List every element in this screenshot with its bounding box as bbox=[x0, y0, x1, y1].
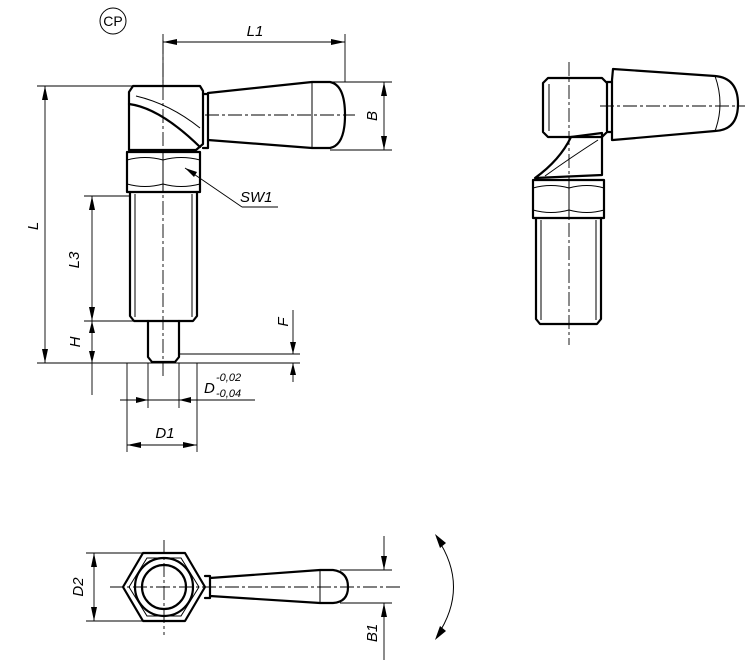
leader-sw1-arrow bbox=[185, 168, 197, 177]
side-view bbox=[531, 62, 745, 345]
dim-l3: L3 bbox=[66, 195, 148, 322]
dim-l1-label: L1 bbox=[247, 23, 264, 40]
dim-h-label: H bbox=[67, 336, 84, 347]
dim-h-arrow-bottom bbox=[89, 351, 95, 363]
dim-b1: B1 bbox=[340, 536, 392, 660]
dim-l: L bbox=[25, 85, 300, 364]
dim-d1: D1 bbox=[126, 363, 198, 452]
dim-d2-label: D2 bbox=[70, 577, 87, 597]
dim-d1-arrow-left bbox=[127, 442, 141, 448]
dim-b1-label: B1 bbox=[364, 624, 381, 642]
rotation-arrow-arc bbox=[436, 537, 454, 637]
front-view-hex-nut bbox=[125, 150, 202, 194]
cp-symbol-text: CP bbox=[103, 13, 122, 29]
dim-f-arrow-top bbox=[290, 342, 296, 354]
dim-l1-arrow-left bbox=[163, 39, 177, 45]
dim-l-arrow-bottom bbox=[42, 349, 48, 363]
dim-l3-label: L3 bbox=[66, 251, 83, 268]
dim-h: H bbox=[67, 321, 95, 395]
dim-b-arrow-top bbox=[381, 82, 387, 96]
dim-l3-arrow-top bbox=[89, 196, 95, 210]
front-view-collar bbox=[201, 92, 210, 150]
dim-h-arrow-top bbox=[89, 321, 95, 333]
dim-d1-label: D1 bbox=[155, 425, 174, 442]
dim-l-arrow-top bbox=[42, 86, 48, 100]
rotation-arrow bbox=[435, 534, 454, 640]
dim-d: D -0,02 -0,04 bbox=[120, 363, 255, 408]
front-view-pin bbox=[146, 319, 181, 364]
dim-l1-arrow-right bbox=[331, 39, 345, 45]
cp-symbol-circle bbox=[99, 7, 127, 35]
dim-d-label: D bbox=[204, 380, 215, 397]
dim-f-label: F bbox=[275, 317, 292, 327]
dim-f-arrow-bottom bbox=[290, 363, 296, 375]
dim-d2-arrow-top bbox=[91, 553, 97, 567]
dim-b-arrow-bottom bbox=[381, 136, 387, 150]
side-view-head bbox=[541, 76, 609, 139]
top-view-handle bbox=[203, 568, 350, 605]
front-view-head-cut bbox=[127, 102, 202, 149]
front-view-head-cut-inner bbox=[135, 95, 201, 129]
rotation-arrow-head-top bbox=[435, 534, 446, 548]
side-view-hex-nut bbox=[531, 178, 606, 220]
dim-b1-arrow-bottom bbox=[381, 603, 387, 617]
dim-l-label: L bbox=[25, 222, 42, 230]
dim-b1-arrow-top bbox=[381, 556, 387, 570]
side-view-handle bbox=[610, 67, 740, 142]
top-view bbox=[110, 540, 400, 635]
dim-l1: L1 bbox=[162, 23, 346, 86]
front-view bbox=[125, 40, 355, 378]
front-view-thread-body bbox=[128, 190, 199, 323]
dim-d-lower-tolerance: -0,04 bbox=[216, 388, 241, 400]
dim-d-arrow-left bbox=[136, 397, 148, 403]
side-view-cut-piece bbox=[533, 131, 604, 180]
side-view-thread-body bbox=[534, 216, 603, 326]
dim-d-upper-tolerance: -0,02 bbox=[216, 372, 241, 384]
dim-f: F bbox=[179, 310, 300, 382]
cp-symbol: CP bbox=[99, 7, 127, 35]
dim-l3-arrow-bottom bbox=[89, 307, 95, 321]
dim-d2-arrow-bottom bbox=[91, 607, 97, 621]
side-view-handle-joint bbox=[714, 75, 721, 132]
dim-b: B bbox=[330, 81, 392, 151]
rotation-arrow-head-bottom bbox=[435, 626, 446, 640]
dim-b-label: B bbox=[364, 111, 381, 121]
dim-d-arrow-right bbox=[179, 397, 191, 403]
dim-d2: D2 bbox=[70, 552, 143, 622]
dim-d1-arrow-right bbox=[183, 442, 197, 448]
leader-sw1-label: SW1 bbox=[240, 189, 273, 206]
side-view-cut-inner bbox=[544, 139, 599, 177]
leader-sw1: SW1 bbox=[184, 167, 278, 208]
